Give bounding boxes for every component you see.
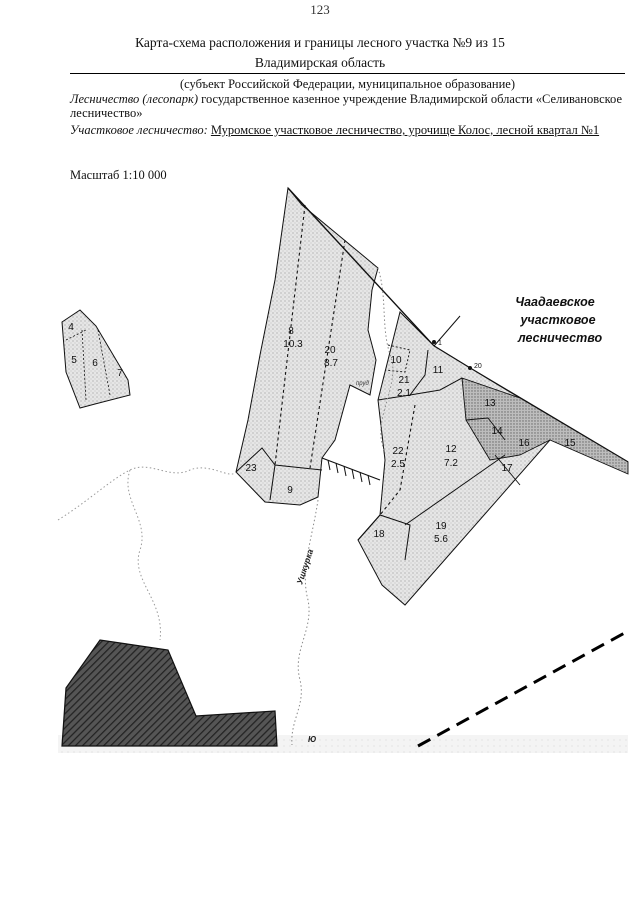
district-label: Участковое лесничество:	[70, 123, 208, 137]
lower-river-label: Ю	[308, 735, 316, 744]
page-number: 123	[310, 2, 330, 17]
plot-divider-23	[235, 447, 323, 473]
forestry-value: государственное казенное учреждение Влад…	[70, 92, 623, 120]
plot-divider-17	[494, 454, 521, 486]
boundary-tick	[433, 315, 461, 347]
dense-strip	[461, 377, 629, 475]
map-scale: Масштаб 1:10 000	[70, 168, 167, 182]
plot-label: 13	[484, 398, 496, 409]
plot-area: 2.1	[397, 388, 411, 399]
forestry-label: Лесничество (лесопарк)	[70, 92, 198, 106]
plot-label: 8	[288, 326, 294, 337]
dam-line	[321, 457, 381, 481]
plot-label: 11	[433, 365, 444, 376]
plot-label: 22	[392, 446, 404, 457]
plot-label: 18	[373, 529, 385, 540]
plot-label: 20	[324, 345, 336, 356]
plot-label: 21	[398, 375, 410, 386]
corner-point-label: 1	[438, 340, 442, 347]
left-island-divider	[97, 329, 111, 396]
plot-divider-10	[384, 344, 411, 373]
corner-point-marker	[468, 366, 472, 370]
plot-label: 14	[491, 426, 503, 437]
neighbor-label: Чаадаевское участковое лесничество	[515, 295, 602, 345]
plot-labels: 4 5 6 7 8 10.3 20 8.7 23 9 10 21 2.1 11 …	[68, 322, 576, 545]
district-line: Участковое лесничество: Муромское участк…	[70, 123, 622, 138]
document-title: Карта-схема расположения и границы лесно…	[135, 35, 505, 50]
subject-caption: (субъект Российской Федерации, муниципал…	[179, 77, 516, 91]
pond-label: пруд	[356, 381, 369, 387]
forestry-line: Лесничество (лесопарк) государственное к…	[70, 92, 622, 120]
plot-area: 5.6	[434, 534, 448, 545]
region-name: Владимирская область	[254, 55, 386, 70]
dashed-boundary	[417, 628, 631, 748]
plot-divider-19	[404, 454, 506, 526]
plot-label: 7	[117, 368, 123, 379]
left-island-parcel	[61, 309, 131, 409]
title-underline	[70, 73, 625, 74]
plot-divider-21	[377, 349, 429, 401]
western-strip-parcel	[235, 186, 379, 506]
river-label: Ушкурка	[294, 547, 315, 585]
plot-label: 15	[564, 438, 576, 449]
river-ushkurka	[291, 499, 319, 746]
plot-divider-22	[379, 404, 416, 516]
neighbor-label-line: Чаадаевское	[515, 295, 595, 309]
plot-divider-20	[309, 239, 346, 469]
neighbor-label-line: участковое	[519, 313, 595, 327]
corner-point-marker	[432, 340, 436, 344]
plot-divider-8-20	[274, 204, 306, 466]
corner-point-label: 20	[474, 363, 482, 370]
river-west	[57, 466, 237, 521]
plot-area: 2.5	[391, 459, 405, 470]
plot-area: 10.3	[283, 339, 303, 350]
plot-label: 4	[68, 322, 74, 333]
river-west-2	[127, 469, 161, 641]
plot-area: 7.2	[444, 458, 458, 469]
plot-divider-11	[409, 377, 463, 396]
neighbor-label-line: лесничество	[517, 331, 603, 345]
plot-area: 8.7	[324, 358, 338, 369]
plot-divider-9	[269, 464, 276, 501]
plot-label: 23	[245, 463, 257, 474]
plot-label: 19	[435, 521, 447, 532]
plot-divider-14	[465, 417, 506, 441]
hatched-area	[61, 639, 278, 747]
plot-label: 16	[518, 438, 530, 449]
dam-ticks	[327, 459, 371, 486]
river-upper	[377, 267, 394, 451]
plot-label: 12	[445, 444, 457, 455]
plot-label: 5	[71, 355, 77, 366]
district-value: Муромское участковое лесничество, урочищ…	[210, 123, 600, 137]
plot-label: 10	[390, 355, 402, 366]
plot-label: 9	[287, 485, 293, 496]
plot-divider-18	[357, 514, 411, 561]
plot-label: 6	[92, 358, 98, 369]
plot-label: 17	[501, 463, 513, 474]
